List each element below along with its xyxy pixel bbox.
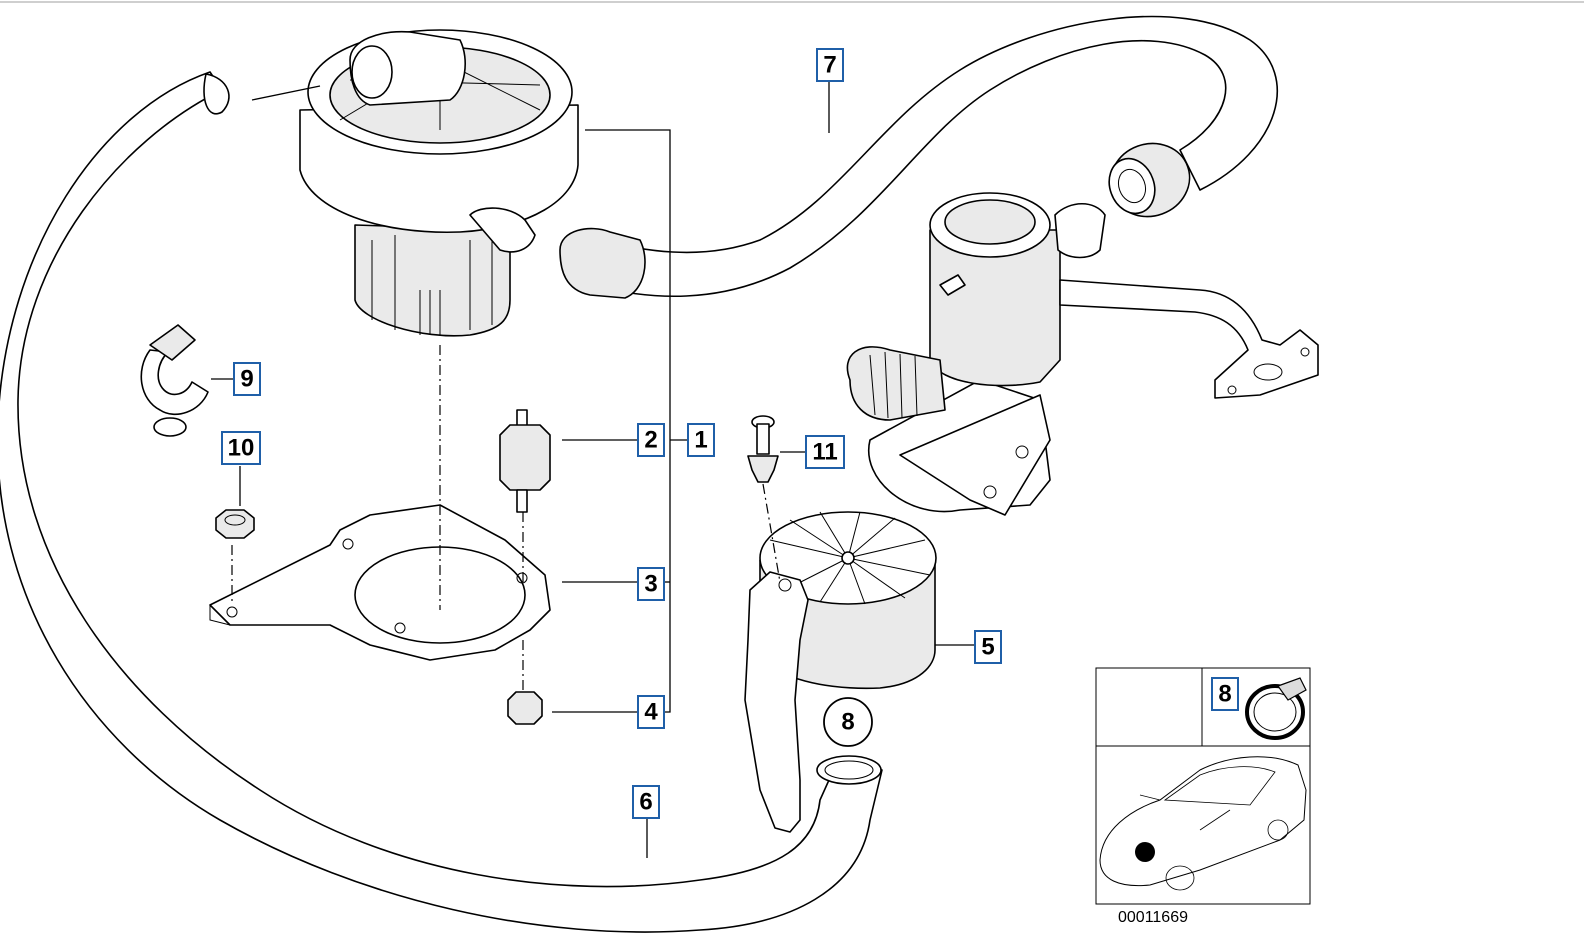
assembly-lines <box>231 345 781 690</box>
callout-2: 2 <box>637 423 665 457</box>
callout-7: 7 <box>816 48 844 82</box>
valve-assembly <box>846 192 1319 516</box>
callout-1-label: 1 <box>694 427 707 454</box>
callout-5-label: 5 <box>981 634 994 661</box>
clip-9 <box>140 324 209 437</box>
reference-number: 00011669 <box>1118 909 1188 926</box>
callout-3-label: 3 <box>644 571 657 598</box>
callout-10-label: 10 <box>228 435 255 462</box>
callout-9-label: 9 <box>240 366 253 393</box>
hose-clamp-icon <box>1245 677 1307 740</box>
hose-6 <box>0 71 883 933</box>
hose-7 <box>559 15 1279 299</box>
leader-lines <box>211 80 975 858</box>
callout-8-circle: 8 <box>823 697 873 747</box>
location-marker <box>1135 842 1155 862</box>
callout-9: 9 <box>233 362 261 396</box>
callout-3: 3 <box>637 567 665 601</box>
callout-4-label: 4 <box>644 699 658 726</box>
callout-6: 6 <box>632 785 660 819</box>
nut-4 <box>507 691 543 725</box>
car-location-icon <box>1099 756 1307 891</box>
callout-10: 10 <box>221 431 261 465</box>
callout-11-label: 11 <box>812 439 837 466</box>
callout-1: 1 <box>687 423 715 457</box>
callout-8-inset: 8 <box>1211 677 1239 711</box>
rivet-11 <box>747 415 779 483</box>
nut-10 <box>215 509 255 539</box>
callout-8-inset-label: 8 <box>1218 681 1231 708</box>
filter-5 <box>744 511 937 833</box>
callout-4: 4 <box>637 695 665 729</box>
callout-7-label: 7 <box>823 52 836 79</box>
callout-11: 11 <box>805 435 845 469</box>
callout-8-circle-label: 8 <box>841 709 854 736</box>
callout-6-label: 6 <box>639 789 652 816</box>
callout-2-label: 2 <box>644 427 657 454</box>
callout-5: 5 <box>974 630 1002 664</box>
rubber-mount-2 <box>499 409 551 513</box>
bracket-3 <box>209 504 551 661</box>
air-pump <box>299 29 579 337</box>
inset-panel: 8 <box>1095 667 1311 905</box>
